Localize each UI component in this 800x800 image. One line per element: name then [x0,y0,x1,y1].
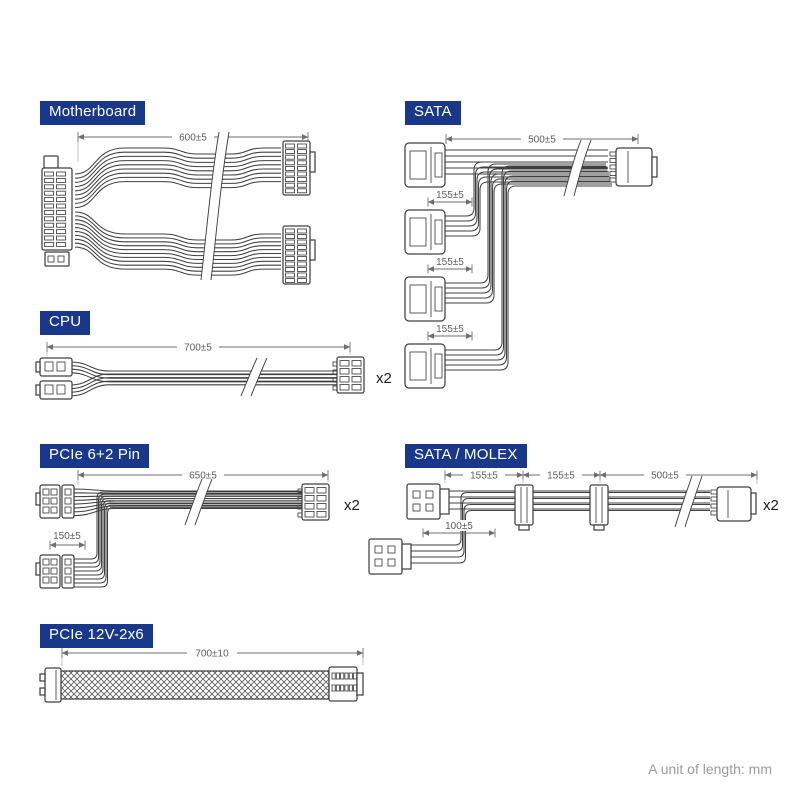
dimension-label: 500±5 [528,135,556,146]
dimension-motherboard-length: 600±5 [77,131,309,162]
mb-18pin-connector [282,140,316,196]
dimension-sata-gap1: 155±5 [427,190,473,207]
motherboard-cable-diagram: 600±5 [41,131,316,285]
label-motherboard: Motherboard [40,101,146,125]
dimension-label: 700±10 [195,649,229,660]
molex-connector-top [406,483,450,520]
inline-sata-connector-1 [514,484,534,531]
braided-sleeve-cable [60,670,330,700]
dimension-sm-gap1: 155±5 [444,469,524,483]
mb-10pin-connector [282,225,316,285]
sata-connector-2 [404,209,446,255]
dimension-sm-gap2: 155±5 [522,469,601,483]
dimension-sm-gap3: 100±5 [422,520,496,538]
cpu-8pin-connector [332,356,365,394]
dimension-label: 150±5 [53,531,81,542]
unit-note: A unit of length: mm [648,761,772,777]
dimension-sm-length: 500±5 [599,469,758,484]
dimension-sata-gap2: 155±5 [427,257,473,274]
dimension-label: 155±5 [436,324,464,335]
atx-24pin-connector [41,155,73,267]
dimension-label: 500±5 [651,471,679,482]
molex-connector-bottom [368,538,412,575]
cable-break-mark [563,139,592,197]
pcie-12v-2x6-diagram: 700±10 [39,647,364,703]
pcie-8pin-connector [297,483,330,521]
dimension-label: 155±5 [470,471,498,482]
pcie-6plus2-connector-top [35,484,75,519]
pcie-cable-diagram: 650±5 150±5 [35,469,360,589]
dimension-sata-gap3: 155±5 [427,324,473,341]
pcie-6plus2-connector-bottom [35,554,75,589]
12v-left-connector [39,667,62,703]
sm-main-wires [445,490,711,510]
dimension-label: 650±5 [189,471,217,482]
cable-break-mark [184,478,213,526]
psu-side-connector [609,147,658,187]
sata-molex-cable-diagram: 155±5 155±5 500±5 100±5 [368,469,779,575]
cpu-4pin-plug-bottom [35,380,73,400]
dimension-label: 155±5 [547,471,575,482]
dimension-sata-length: 500±5 [445,133,639,146]
dimension-12v-length: 700±10 [61,647,364,666]
sata-cable-wires [438,149,613,371]
dimension-pcie-gap: 150±5 [49,531,86,550]
quantity-label: x2 [376,370,392,387]
cable-break-mark [674,475,703,528]
motherboard-cable-wires [74,147,282,276]
label-sata-molex: SATA / MOLEX [405,444,527,468]
inline-sata-connector-2 [589,484,609,531]
cpu-4pin-plug-top [35,357,73,377]
label-pcie-12v: PCIe 12V-2x6 [40,624,153,648]
dimension-pcie-length: 650±5 [77,469,329,485]
12v-2x6-connector [328,666,364,702]
pcie-branch-wires [73,491,323,588]
dimension-cpu-length: 700±5 [46,341,351,356]
cpu-cable-diagram: 700±5 x2 [35,341,392,400]
dimension-label: 100±5 [445,521,473,532]
dimension-label: 700±5 [184,343,212,354]
quantity-label: x2 [763,497,779,514]
label-cpu: CPU [40,311,91,335]
psu-side-connector [710,486,757,522]
dimension-label: 155±5 [436,257,464,268]
dimension-label: 600±5 [179,133,207,144]
sata-connector-3 [404,276,446,322]
sata-connector-1 [404,142,446,188]
dimension-label: 155±5 [436,190,464,201]
cable-break-mark [240,357,268,397]
cpu-cable-wires [69,361,338,397]
quantity-label: x2 [344,497,360,514]
cable-break-mark [200,131,230,281]
sata-cable-diagram: 500±5 155±5 [404,133,658,389]
label-sata: SATA [405,101,461,125]
label-pcie-6-2: PCIe 6+2 Pin [40,444,150,468]
